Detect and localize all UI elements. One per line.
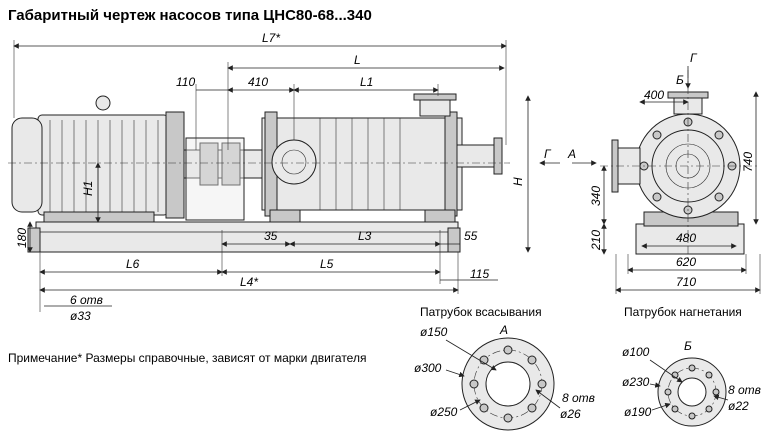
view-arrow-a-label: А xyxy=(567,147,576,161)
dim-55: 55 xyxy=(464,229,478,243)
dim-340: 340 xyxy=(589,186,603,206)
multistage-pump xyxy=(261,93,503,223)
dim-l6: L6 xyxy=(126,257,140,271)
suction-holes: 8 отв xyxy=(562,391,595,405)
dim-hole-dia: ø33 xyxy=(70,309,91,323)
dim-l3: L3 xyxy=(358,229,372,243)
dim-115: 115 xyxy=(470,267,489,281)
dim-l1: L1 xyxy=(360,75,373,89)
dim-35: 35 xyxy=(264,229,278,243)
dim-l5: L5 xyxy=(320,257,334,271)
dim-210: 210 xyxy=(589,230,603,251)
drawing-title: Габаритный чертеж насосов типа ЦНС80-68.… xyxy=(8,7,372,24)
suction-d250: ø250 xyxy=(430,405,458,419)
dim-710: 710 xyxy=(676,275,696,289)
footnote: Примечание* Размеры справочные, зависят … xyxy=(8,351,366,365)
view-b-top: Б xyxy=(676,73,684,87)
lifting-eye xyxy=(95,95,111,111)
dim-400: 400 xyxy=(644,88,664,102)
side-view: L7* L 110 410 L1 H1 H 180 35 L3 55 L6 L5 xyxy=(8,31,531,323)
dim-110: 110 xyxy=(176,75,195,89)
dim-620: 620 xyxy=(676,255,696,269)
coupling xyxy=(183,137,265,221)
dim-l7: L7* xyxy=(262,31,280,45)
discharge-holes: 8 отв xyxy=(728,383,761,397)
discharge-caption: Патрубок нагнетания xyxy=(624,305,742,319)
dim-l: L xyxy=(354,53,361,67)
dim-180: 180 xyxy=(15,228,29,248)
suction-letter: А xyxy=(499,323,508,337)
discharge-d230: ø230 xyxy=(622,375,650,389)
view-g-top: Г xyxy=(690,51,698,65)
dim-l4: L4* xyxy=(240,275,258,289)
suction-flange: Патрубок всасывания А ø150 ø300 ø250 8 о… xyxy=(414,305,595,431)
end-base xyxy=(635,223,745,255)
suction-caption: Патрубок всасывания xyxy=(420,305,542,319)
suction-d300: ø300 xyxy=(414,361,442,375)
discharge-d100: ø100 xyxy=(622,345,650,359)
discharge-flange: Патрубок нагнетания Б ø100 ø230 ø190 8 о… xyxy=(622,305,761,427)
discharge-hole-dia: ø22 xyxy=(728,399,749,413)
dim-480: 480 xyxy=(676,231,696,245)
dim-410: 410 xyxy=(248,75,268,89)
dim-holes: 6 отв xyxy=(70,293,103,307)
discharge-d190: ø190 xyxy=(624,405,652,419)
suction-d150: ø150 xyxy=(420,325,448,339)
dim-740: 740 xyxy=(741,152,755,172)
base-frame xyxy=(35,221,459,253)
view-arrow-g-label: Г xyxy=(544,147,552,161)
dim-h1: H1 xyxy=(81,181,95,196)
suction-hole-dia: ø26 xyxy=(560,407,581,421)
dim-h: H xyxy=(511,177,525,186)
discharge-letter: Б xyxy=(684,339,692,353)
end-view: Г Б 400 740 340 210 480 620 710 xyxy=(589,51,761,294)
